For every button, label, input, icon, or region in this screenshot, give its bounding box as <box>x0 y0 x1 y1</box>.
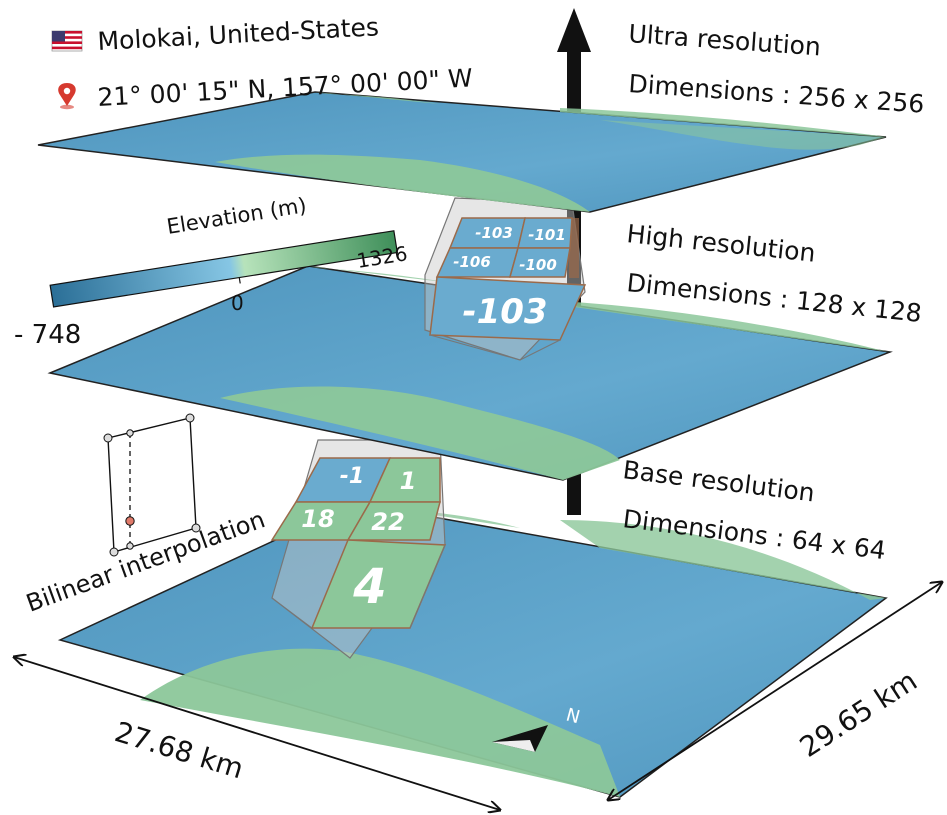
us-flag-icon <box>51 30 83 52</box>
ultra-title: Ultra resolution <box>628 19 822 61</box>
colorbar-title: Elevation (m) <box>165 193 308 239</box>
high-cell-value: -103 <box>475 224 513 242</box>
width-label: 27.68 km <box>111 715 247 785</box>
base-glass-block: -1 1 18 22 4 <box>270 439 447 659</box>
map-pin-icon <box>58 83 76 110</box>
base-cell-value: 1 <box>400 467 417 495</box>
elevation-colorbar: Elevation (m) 1326 0 - 748 <box>14 193 409 350</box>
ultra-dimensions: Dimensions : 256 x 256 <box>628 69 926 119</box>
high-glass-block: -103 -101 -106 -100 -103 <box>424 197 587 361</box>
high-cell-value: -106 <box>453 253 491 271</box>
base-cell-value: -1 <box>340 464 364 489</box>
height-label: 29.65 km <box>794 664 923 764</box>
ultra-labels: Ultra resolution Dimensions : 256 x 256 <box>628 19 926 119</box>
base-title: Base resolution <box>621 455 816 507</box>
high-cell-value: -100 <box>519 256 557 274</box>
base-cell-value: 18 <box>301 505 334 533</box>
high-title: High resolution <box>625 219 817 268</box>
colorbar-min: - 748 <box>14 320 81 350</box>
location-name: Molokai, United-States <box>97 12 380 56</box>
high-cell-value: -101 <box>528 226 566 244</box>
base-cell-big-value: 4 <box>352 559 386 615</box>
high-cell-big-value: -103 <box>462 292 547 332</box>
high-plane <box>47 265 893 481</box>
colorbar-zero: 0 <box>231 291 244 315</box>
ultra-plane <box>37 91 887 213</box>
base-cell-value: 22 <box>371 508 404 536</box>
location-info: Molokai, United-States 21° 00' 15" N, 15… <box>51 12 473 112</box>
colorbar-gradient <box>49 230 398 308</box>
north-label: N <box>564 705 582 729</box>
